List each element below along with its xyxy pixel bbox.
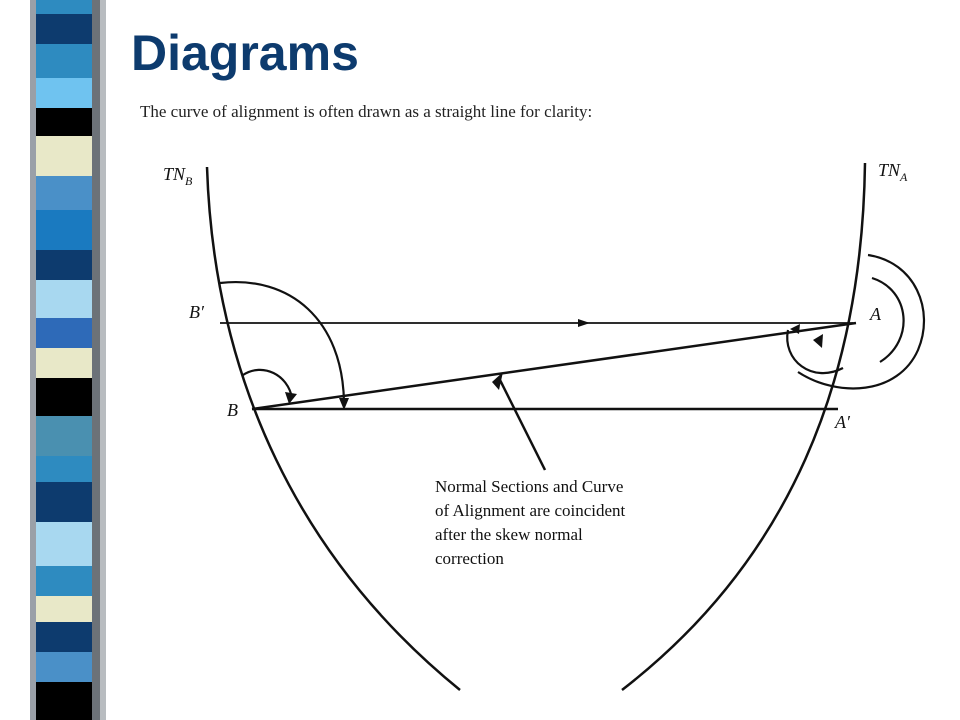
angle-arc-b-small	[242, 368, 294, 399]
arrowhead-pointer	[492, 372, 503, 390]
arrowhead-a-inner	[813, 334, 823, 348]
label-a-prime: A′	[834, 412, 851, 432]
note-pointer-line	[497, 377, 547, 471]
note-line: after the skew normal	[435, 525, 583, 544]
label-a: A	[869, 304, 882, 324]
note-line: of Alignment are coincident	[435, 501, 626, 520]
label-b-prime: B′	[189, 302, 205, 322]
slide-subtitle: The curve of alignment is often drawn as…	[140, 102, 593, 121]
meridian-b-curve	[205, 166, 461, 691]
angle-arc-a-mid	[871, 276, 905, 363]
note-text: Normal Sections and Curve of Alignment a…	[435, 477, 630, 568]
note-line: correction	[435, 549, 504, 568]
arrowhead-a-top	[790, 324, 800, 334]
angle-arc-a-inner	[786, 329, 844, 375]
angle-arc-a-outer	[797, 253, 926, 390]
label-tn-a: TNA	[878, 160, 908, 184]
angle-arc-b-large	[219, 281, 346, 404]
meridian-a-curve	[621, 162, 867, 691]
slide-title: Diagrams	[131, 25, 359, 81]
arrowhead-line-mid	[578, 319, 590, 327]
curve-of-alignment-line	[251, 321, 857, 411]
label-b: B	[227, 400, 238, 420]
note-line: Normal Sections and Curve	[435, 477, 623, 496]
arrowhead-b-small	[285, 392, 297, 404]
label-tn-b: TNB	[163, 164, 193, 188]
decorative-stripe-bar	[0, 0, 110, 720]
arrowhead-b-large	[339, 398, 349, 410]
